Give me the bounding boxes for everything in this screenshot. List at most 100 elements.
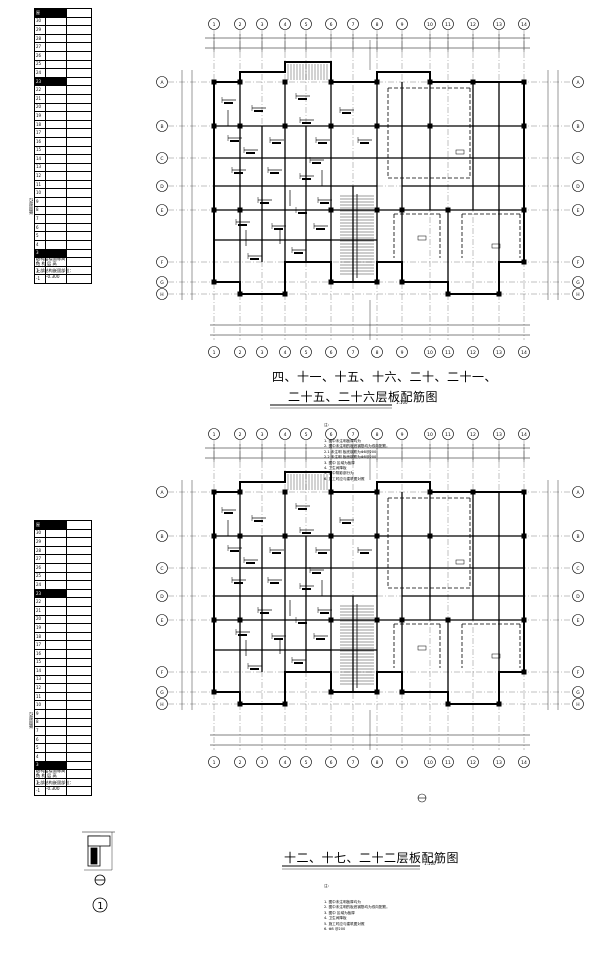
column	[445, 701, 451, 707]
column	[282, 701, 288, 707]
column	[211, 79, 217, 85]
section-detail	[82, 831, 115, 913]
grid-bubble	[467, 428, 479, 440]
column	[211, 689, 217, 695]
grid-bubble	[572, 180, 584, 192]
floor-row: 29	[34, 25, 92, 35]
note-line: 5. 图中阴影部分为	[324, 471, 354, 476]
grid-bubble	[156, 204, 168, 216]
grid-label: 2	[239, 22, 242, 28]
note-line: 1. 图中未注明板厚均为	[324, 900, 361, 905]
grid-label: H	[576, 702, 579, 708]
rebar-label	[272, 552, 281, 554]
grid-label: 3	[261, 432, 264, 438]
grid-bubble	[518, 428, 530, 440]
column	[521, 259, 527, 265]
column	[237, 79, 243, 85]
grid-label: 8	[376, 432, 379, 438]
column	[328, 207, 334, 213]
grid-bubble	[396, 756, 408, 768]
grid-label: 11	[445, 432, 451, 438]
grid-bubble	[300, 346, 312, 358]
column	[521, 617, 527, 623]
grid-bubble	[256, 756, 268, 768]
rebar-label	[320, 202, 329, 204]
grid-label: 12	[470, 22, 476, 28]
rebar-label	[320, 612, 329, 614]
rebar-label	[312, 162, 321, 164]
column	[445, 291, 451, 297]
grid-bubble	[371, 346, 383, 358]
grid-label: D	[160, 184, 164, 190]
grid-label: 11	[445, 350, 451, 356]
rebar-label	[342, 112, 351, 114]
column	[328, 489, 334, 495]
rebar-label	[298, 212, 307, 214]
grid-label: 9	[401, 22, 404, 28]
grid-label: H	[160, 292, 163, 298]
grid-label: 2	[239, 432, 242, 438]
grid-label: 10	[427, 760, 433, 766]
grid-label: G	[160, 690, 164, 696]
grid-label: F	[577, 670, 580, 676]
rebar-label	[318, 552, 327, 554]
rebar-label	[316, 638, 325, 640]
rebar-label	[318, 142, 327, 144]
column	[328, 689, 334, 695]
grid-bubble	[325, 346, 337, 358]
column	[521, 533, 527, 539]
grid-bubble	[572, 276, 584, 288]
rebar-label	[360, 552, 369, 554]
column	[237, 533, 243, 539]
grid-bubble	[424, 18, 436, 30]
column	[282, 79, 288, 85]
grid-label: D	[576, 184, 580, 190]
grid-label: 4	[284, 350, 287, 356]
grid-bubble	[347, 346, 359, 358]
grid-bubble	[493, 18, 505, 30]
rebar-label	[250, 258, 259, 260]
notes-top-head: 注：	[324, 422, 332, 427]
column	[211, 489, 217, 495]
column	[237, 123, 243, 129]
column	[374, 489, 380, 495]
column	[521, 123, 527, 129]
grid-label: B	[576, 124, 579, 130]
grid-label: G	[160, 280, 164, 286]
grid-label: 3	[261, 350, 264, 356]
column	[374, 533, 380, 539]
note-line: 4. 卫生间降板	[324, 466, 347, 471]
rebar-label	[302, 122, 311, 124]
note-line: 3. 图中 区域为板厚	[324, 910, 355, 915]
grid-bubble	[518, 346, 530, 358]
grid-bubble	[493, 756, 505, 768]
note-line: 1. 图中未注明板厚均为	[324, 439, 361, 444]
column	[399, 279, 405, 285]
rebar-label	[238, 634, 247, 636]
grid-bubble	[208, 756, 220, 768]
rebar-label	[260, 202, 269, 204]
grid-bubble	[396, 346, 408, 358]
note-line: 6. 施工时应与建筑图对照	[324, 476, 365, 481]
table-footer-top-1: 结构层楼面标高	[36, 256, 66, 261]
grid-label: 11	[445, 22, 451, 28]
grid-bubble	[325, 18, 337, 30]
grid-bubble	[493, 346, 505, 358]
rebar-label	[342, 522, 351, 524]
detail-callout-number: 1	[97, 901, 103, 912]
grid-bubble	[156, 562, 168, 574]
grid-bubble	[279, 346, 291, 358]
grid-label: 14	[521, 22, 527, 28]
rebar-label	[238, 224, 247, 226]
grid-label: F	[161, 260, 164, 266]
plan-scale-bottom: 1:100	[424, 861, 436, 866]
column	[237, 701, 243, 707]
grid-bubble	[572, 486, 584, 498]
grid-bubble	[572, 698, 584, 710]
column	[328, 533, 334, 539]
grid-label: C	[160, 566, 163, 572]
grid-bubble	[518, 18, 530, 30]
grid-label: 5	[305, 22, 308, 28]
grid-label: 1	[213, 22, 216, 28]
